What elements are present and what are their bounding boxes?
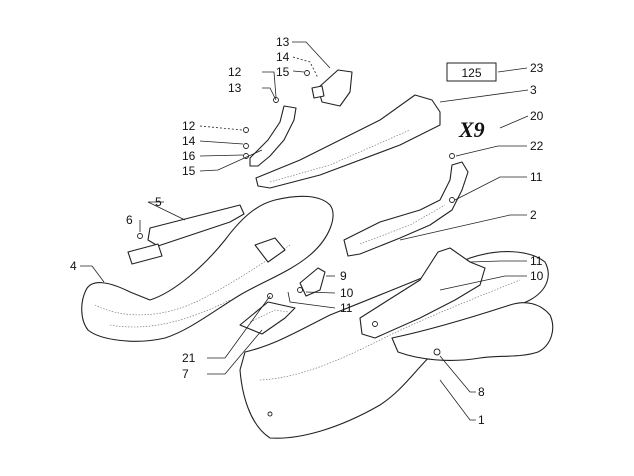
callout-21: 21 <box>182 351 196 365</box>
badge-text: 125 <box>461 66 481 80</box>
callout-4: 4 <box>70 259 77 273</box>
callout-3: 3 <box>530 83 537 97</box>
callout-10-right: 10 <box>530 269 544 283</box>
callout-13: 13 <box>228 81 242 95</box>
part-2-channel <box>343 161 469 257</box>
model-badge-125: 125 <box>446 62 497 82</box>
callout-7: 7 <box>182 367 189 381</box>
callout-labels: 13 14 15 12 13 12 14 16 15 23 3 20 22 11… <box>70 35 544 427</box>
callout-17: 13 <box>276 35 290 49</box>
callout-8: 8 <box>478 385 485 399</box>
logo-text: X9 <box>458 117 485 142</box>
callout-12-mid: 12 <box>182 119 196 133</box>
part-1-lower-panel <box>239 251 549 439</box>
part-7-footrest-plate <box>239 301 296 335</box>
callout-19: 15 <box>276 65 290 79</box>
callout-23: 23 <box>530 61 544 75</box>
part-6-plate <box>127 243 163 265</box>
callout-15: 15 <box>182 164 196 178</box>
part-5-bracket <box>147 204 245 247</box>
part-4-side-panel <box>81 195 334 342</box>
callout-18: 14 <box>276 50 290 64</box>
part-9-clip <box>299 267 326 297</box>
callout-5: 5 <box>155 195 162 209</box>
callout-16: 16 <box>182 149 196 163</box>
callout-11-right-upper: 11 <box>530 170 543 184</box>
leader-lines <box>80 41 529 421</box>
part-17-bracket <box>311 69 353 107</box>
callout-10-mid: 10 <box>340 286 354 300</box>
part-10-side-rail <box>359 247 554 361</box>
callout-11-right-lower: 11 <box>530 254 543 268</box>
callout-9: 9 <box>340 269 347 283</box>
callout-22: 22 <box>530 139 544 153</box>
callout-1: 1 <box>478 413 485 427</box>
callout-6: 6 <box>126 213 133 227</box>
x9-logo-emblem: X9 <box>458 117 485 142</box>
callout-2: 2 <box>530 208 537 222</box>
callout-11-mid: 11 <box>340 301 353 315</box>
callout-12-top: 12 <box>228 65 242 79</box>
callout-14: 14 <box>182 134 196 148</box>
part-15-arm-bracket <box>249 105 297 167</box>
callout-20: 20 <box>530 109 544 123</box>
part-3-cover <box>255 94 441 189</box>
